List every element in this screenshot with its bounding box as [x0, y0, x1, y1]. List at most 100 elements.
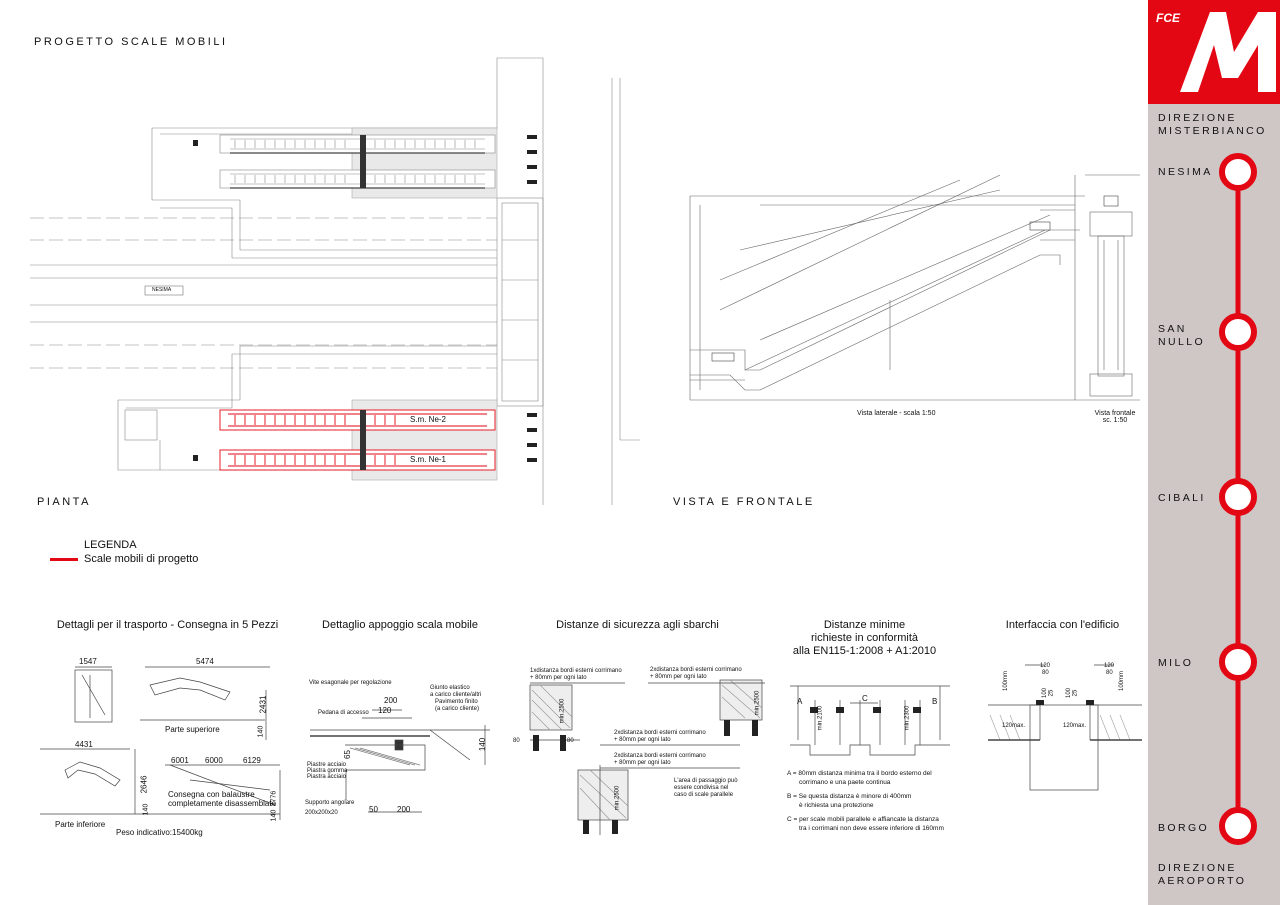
dim-120: 120 [378, 706, 392, 715]
plan-drawing [30, 57, 640, 505]
dim-6129: 6129 [243, 756, 261, 765]
station-cibali: CIBALI [1158, 492, 1206, 504]
elevation-drawing [689, 174, 1140, 401]
safety-note-4b: + 80mm per ogni lato [614, 760, 671, 766]
interface-dim-80b: 80 [1106, 670, 1113, 676]
support-size-label: 200x200x20 [305, 810, 338, 816]
station-marker-san-nullo [1219, 313, 1257, 351]
note-a-line2: corrimano e una paete continua [799, 778, 891, 786]
direction-bottom-line2: AEROPORTO [1158, 875, 1247, 887]
escalator-ne1-label: S.m. Ne-1 [410, 455, 447, 464]
transport-drawing [40, 666, 281, 820]
note-b-line1: B = Se questa distanza è minore di 400mm [787, 793, 912, 800]
station-san: SAN [1158, 323, 1187, 335]
station-nullo: NULLO [1158, 336, 1206, 348]
interface-dim-120a: 120 [1040, 663, 1051, 669]
support-title: Dettaglio appoggio scala mobile [322, 619, 478, 631]
safety-note-3a: 2xdistanza bordi esterni corrimano [614, 730, 706, 736]
weight-label: Peso indicativo:15400kg [116, 828, 203, 837]
interface-drawing [988, 664, 1142, 791]
delivery-note-2: completamente disassemblate [168, 799, 277, 808]
legend-item: Scale mobili di progetto [84, 553, 199, 565]
minimum-title-2: richieste in conformità [811, 632, 918, 644]
plan-title: PIANTA [37, 496, 91, 508]
lower-part-label: Parte inferiore [55, 820, 106, 829]
dim-4431: 4431 [75, 740, 93, 749]
interface-dim-100c: 100 [1042, 687, 1049, 699]
dim-200a: 200 [384, 696, 398, 705]
legend-red-line [50, 558, 78, 561]
floor-label-2: (a carico cliente) [435, 706, 480, 712]
upper-part-label: Parte superiore [165, 725, 220, 734]
station-marker-borgo [1219, 807, 1257, 845]
plate-steel-label: Piastre acciaio [307, 762, 347, 768]
side-view-label: Vista laterale - scala 1:50 [857, 410, 936, 417]
minimum-title: Distanze minime richieste in conformità … [772, 619, 957, 658]
interface-dim-25b: 25 [1072, 689, 1079, 697]
svg-text:FCE: FCE [1156, 11, 1181, 25]
interface-max-2: 120max. [1063, 723, 1087, 729]
line-sidebar [1148, 0, 1280, 905]
support-drawing [310, 709, 490, 813]
safety-drawing [529, 679, 765, 835]
front-view-label: Vista frontale sc. 1:50 [1090, 410, 1140, 424]
dim-6001: 6001 [171, 756, 189, 765]
logo-graphic: FCE [1156, 11, 1276, 92]
note-c: C = per scale mobili parallele e affianc… [787, 816, 987, 833]
note-c-line2: tra i corrimani non deve essere inferior… [799, 824, 944, 832]
direction-top-line2: MISTERBIANCO [1158, 125, 1267, 137]
dim-5474: 5474 [196, 657, 214, 666]
dim-80-left: 80 [513, 738, 520, 744]
safety-note-4a: 2xdistanza bordi esterni corrimano [614, 753, 706, 759]
dim-6000: 6000 [205, 756, 223, 765]
area-note-2: essere condivisa nel [674, 785, 729, 791]
area-note-1: L'area di passaggio può [674, 778, 738, 784]
interface-dim-100a: 100mm [1003, 670, 1010, 692]
project-title: PROGETTO SCALE MOBILI [34, 36, 228, 48]
note-a: A = 80mm distanza minima tra il bordo es… [787, 770, 987, 787]
plate-rubber-label: Piastra gomma [307, 768, 348, 774]
direction-bottom: DIREZIONE AEROPORTO [1158, 862, 1246, 888]
screw-label: Vite esagonale per regolazione [309, 680, 392, 686]
floor-label: Pavimento finito [435, 699, 478, 705]
front-view-scale: sc. 1:50 [1102, 417, 1128, 424]
note-b: B = Se questa distanza è minore di 400mm… [787, 793, 987, 810]
joint-label: Giunto elastico [430, 685, 470, 691]
pedana-label: Pedana di accesso [318, 710, 369, 716]
dim-80-right: 80 [567, 738, 574, 744]
area-note-3: caso di scale parallele [674, 792, 734, 798]
label-c: C [862, 694, 868, 703]
front-view-title: Vista frontale [1094, 410, 1136, 417]
safety-note-2b: + 80mm per ogni lato [650, 674, 707, 680]
direction-top-line1: DIREZIONE [1158, 112, 1237, 124]
direction-bottom-line1: DIREZIONE [1158, 862, 1237, 874]
safety-note-2a: 2xdistanza bordi esterni corrimano [650, 667, 742, 673]
note-b-line2: è richiesta una protezione [799, 801, 874, 809]
station-marker-milo [1219, 643, 1257, 681]
transport-title: Dettagli per il trasporto - Consegna in … [56, 619, 279, 631]
legend-title: LEGENDA [84, 539, 137, 551]
station-borgo: BORGO [1158, 822, 1210, 834]
interface-max-1: 120max. [1002, 723, 1026, 729]
dim-50: 50 [369, 805, 378, 814]
station-nesima: NESIMA [1158, 166, 1213, 178]
fce-metro-logo: FCE [1148, 0, 1280, 104]
station-marker-cibali [1219, 478, 1257, 516]
safety-title: Distanze di sicurezza agli sbarchi [556, 619, 719, 631]
station-marker-nesima [1219, 153, 1257, 191]
metro-line [1219, 153, 1257, 845]
interface-dim-120b: 120 [1104, 663, 1115, 669]
dim-1547: 1547 [79, 657, 97, 666]
dim-200b: 200 [397, 805, 411, 814]
interface-dim-100d: 100 [1066, 687, 1073, 699]
safety-note-1b: + 80mm per ogni lato [530, 675, 587, 681]
delivery-note-1: Consegna con balaustre [168, 790, 255, 799]
safety-note-3b: + 80mm per ogni lato [614, 737, 671, 743]
view-title: VISTA E FRONTALE [673, 496, 815, 508]
interface-dim-80a: 80 [1042, 670, 1049, 676]
label-a: A [797, 697, 803, 706]
interface-dim-100b: 100mm [1119, 670, 1126, 692]
station-milo: MILO [1158, 657, 1194, 669]
interface-title: Interfaccia con l'edificio [1005, 619, 1120, 631]
plate-steel-label-2: Piastra acciaio [307, 774, 347, 780]
